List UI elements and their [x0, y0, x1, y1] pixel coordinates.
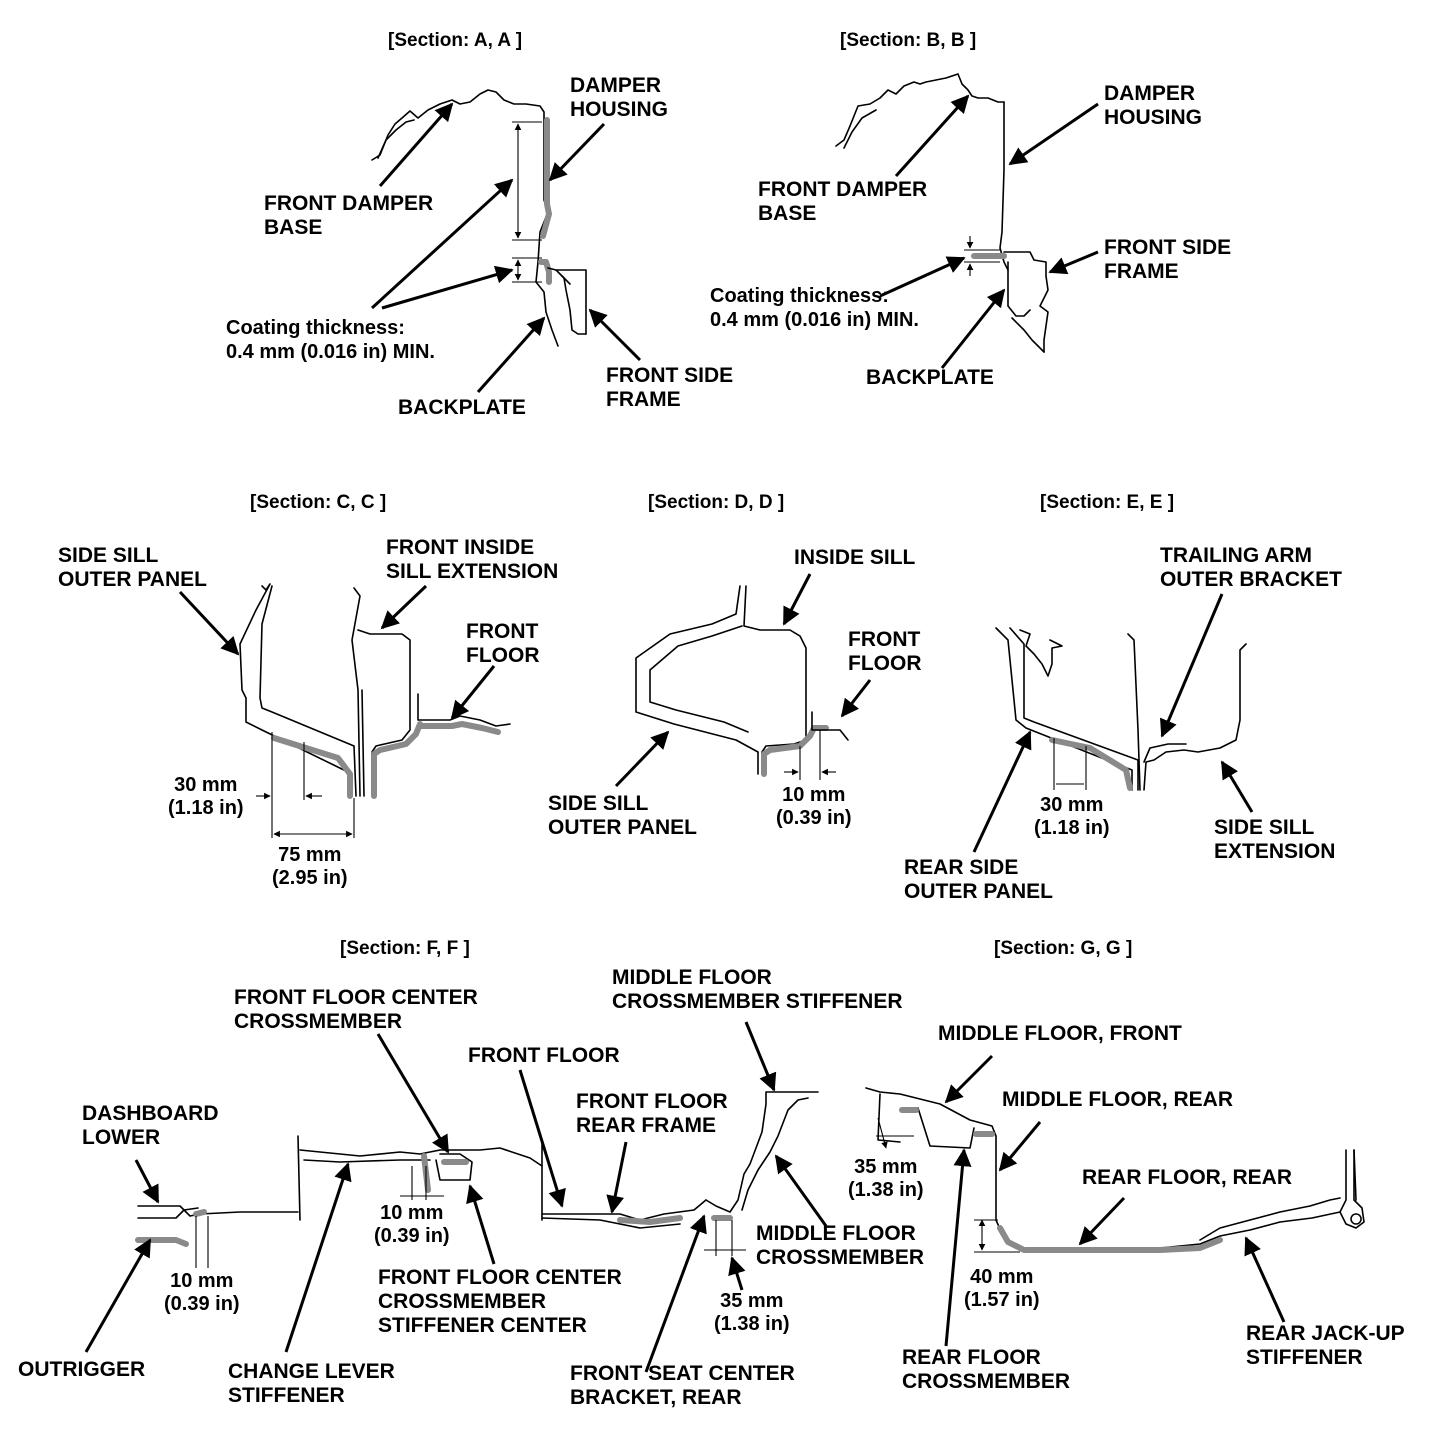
section-g-dim-35: 35 mm (1.38 in): [848, 1156, 924, 1201]
section-e-title: [Section: E, E ]: [1040, 492, 1175, 513]
section-a-coating-label: Coating thickness: 0.4 mm (0.016 in) MIN…: [226, 317, 435, 363]
section-f-ffcc-stiffener-center-label: FRONT FLOOR CENTER CROSSMEMBER STIFFENER…: [378, 1266, 622, 1337]
section-f-dim-35: 35 mm (1.38 in): [714, 1290, 790, 1335]
section-d-side-sill-outer-label: SIDE SILL OUTER PANEL: [548, 792, 697, 839]
section-b-title: [Section: B, B ]: [840, 30, 977, 51]
section-f-middle-floor-cm-label: MIDDLE FLOOR CROSSMEMBER: [756, 1222, 925, 1269]
section-g-middle-floor-front-label: MIDDLE FLOOR, FRONT: [938, 1022, 1182, 1045]
section-f-change-lever-stiffener-label: CHANGE LEVER STIFFENER: [228, 1360, 395, 1407]
section-a-front-side-frame-label: FRONT SIDE FRAME: [606, 364, 734, 411]
section-d-inside-sill-label: INSIDE SILL: [794, 546, 916, 569]
section-e-drawing: [972, 593, 1254, 853]
section-e-dim-30: 30 mm (1.18 in): [1034, 794, 1110, 839]
section-e-trailing-arm-label: TRAILING ARM OUTER BRACKET: [1160, 544, 1342, 591]
section-b-front-side-frame-label: FRONT SIDE FRAME: [1104, 236, 1232, 283]
section-f-front-floor-center-cm-label: FRONT FLOOR CENTER CROSSMEMBER: [234, 986, 478, 1033]
section-a-front-damper-base-label: FRONT DAMPER BASE: [264, 192, 434, 239]
section-f-front-floor-rear-frame-label: FRONT FLOOR REAR FRAME: [576, 1090, 728, 1137]
section-c-dim-30: 30 mm (1.18 in): [168, 774, 244, 819]
section-g-rear-floor-cm-label: REAR FLOOR CROSSMEMBER: [902, 1346, 1071, 1393]
section-c-drawing: [178, 583, 511, 838]
section-b-damper-housing-label: DAMPER HOUSING: [1104, 82, 1203, 129]
section-d-title: [Section: D, D ]: [648, 492, 785, 513]
section-b-backplate-label: BACKPLATE: [866, 366, 994, 389]
section-c-front-floor-label: FRONT FLOOR: [466, 620, 540, 667]
section-c-side-sill-outer-label: SIDE SILL OUTER PANEL: [58, 544, 207, 591]
section-d-front-floor-label: FRONT FLOOR: [848, 628, 922, 675]
section-b-coating-label: Coating thickness: 0.4 mm (0.016 in) MIN…: [710, 285, 919, 331]
section-f-middle-floor-cm-stiffener-label: MIDDLE FLOOR CROSSMEMBER STIFFENER: [612, 966, 903, 1013]
section-f-dashboard-lower-label: DASHBOARD LOWER: [82, 1102, 219, 1149]
section-e-side-sill-ext-label: SIDE SILL EXTENSION: [1214, 816, 1336, 863]
section-c-title: [Section: C, C ]: [250, 492, 387, 513]
section-f-drawing: [84, 1021, 828, 1373]
section-g-rear-jackup-stiffener-label: REAR JACK-UP STIFFENER: [1246, 1322, 1405, 1369]
section-f-dim-10a: 10 mm (0.39 in): [374, 1202, 450, 1247]
section-f-dim-10b: 10 mm (0.39 in): [164, 1270, 240, 1315]
section-g-title: [Section: G, G ]: [994, 938, 1133, 959]
section-g-rear-floor-rear-label: REAR FLOOR, REAR: [1082, 1166, 1292, 1189]
section-a-backplate-label: BACKPLATE: [398, 396, 526, 419]
section-g-middle-floor-rear-label: MIDDLE FLOOR, REAR: [1002, 1088, 1233, 1111]
section-a-drawing: [370, 89, 642, 393]
section-c-dim-75: 75 mm (2.95 in): [272, 844, 348, 889]
section-a-damper-housing-label: DAMPER HOUSING: [570, 74, 669, 121]
section-d-dim-10: 10 mm (0.39 in): [776, 784, 852, 829]
section-b-front-damper-base-label: FRONT DAMPER BASE: [758, 178, 928, 225]
section-d-drawing: [614, 573, 872, 788]
section-e-rear-side-outer-label: REAR SIDE OUTER PANEL: [904, 856, 1053, 903]
section-g-drawing: [865, 1054, 1365, 1347]
section-f-title: [Section: F, F ]: [340, 938, 470, 959]
section-b-drawing: [835, 73, 1099, 369]
section-f-front-seat-center-bracket-label: FRONT SEAT CENTER BRACKET, REAR: [570, 1362, 795, 1409]
section-f-outrigger-label: OUTRIGGER: [18, 1358, 146, 1381]
section-c-front-inside-sill-ext-label: FRONT INSIDE SILL EXTENSION: [386, 536, 559, 583]
section-a-title: [Section: A, A ]: [388, 30, 523, 51]
section-f-front-floor-label: FRONT FLOOR: [468, 1044, 620, 1067]
section-g-dim-40: 40 mm (1.57 in): [964, 1266, 1040, 1311]
